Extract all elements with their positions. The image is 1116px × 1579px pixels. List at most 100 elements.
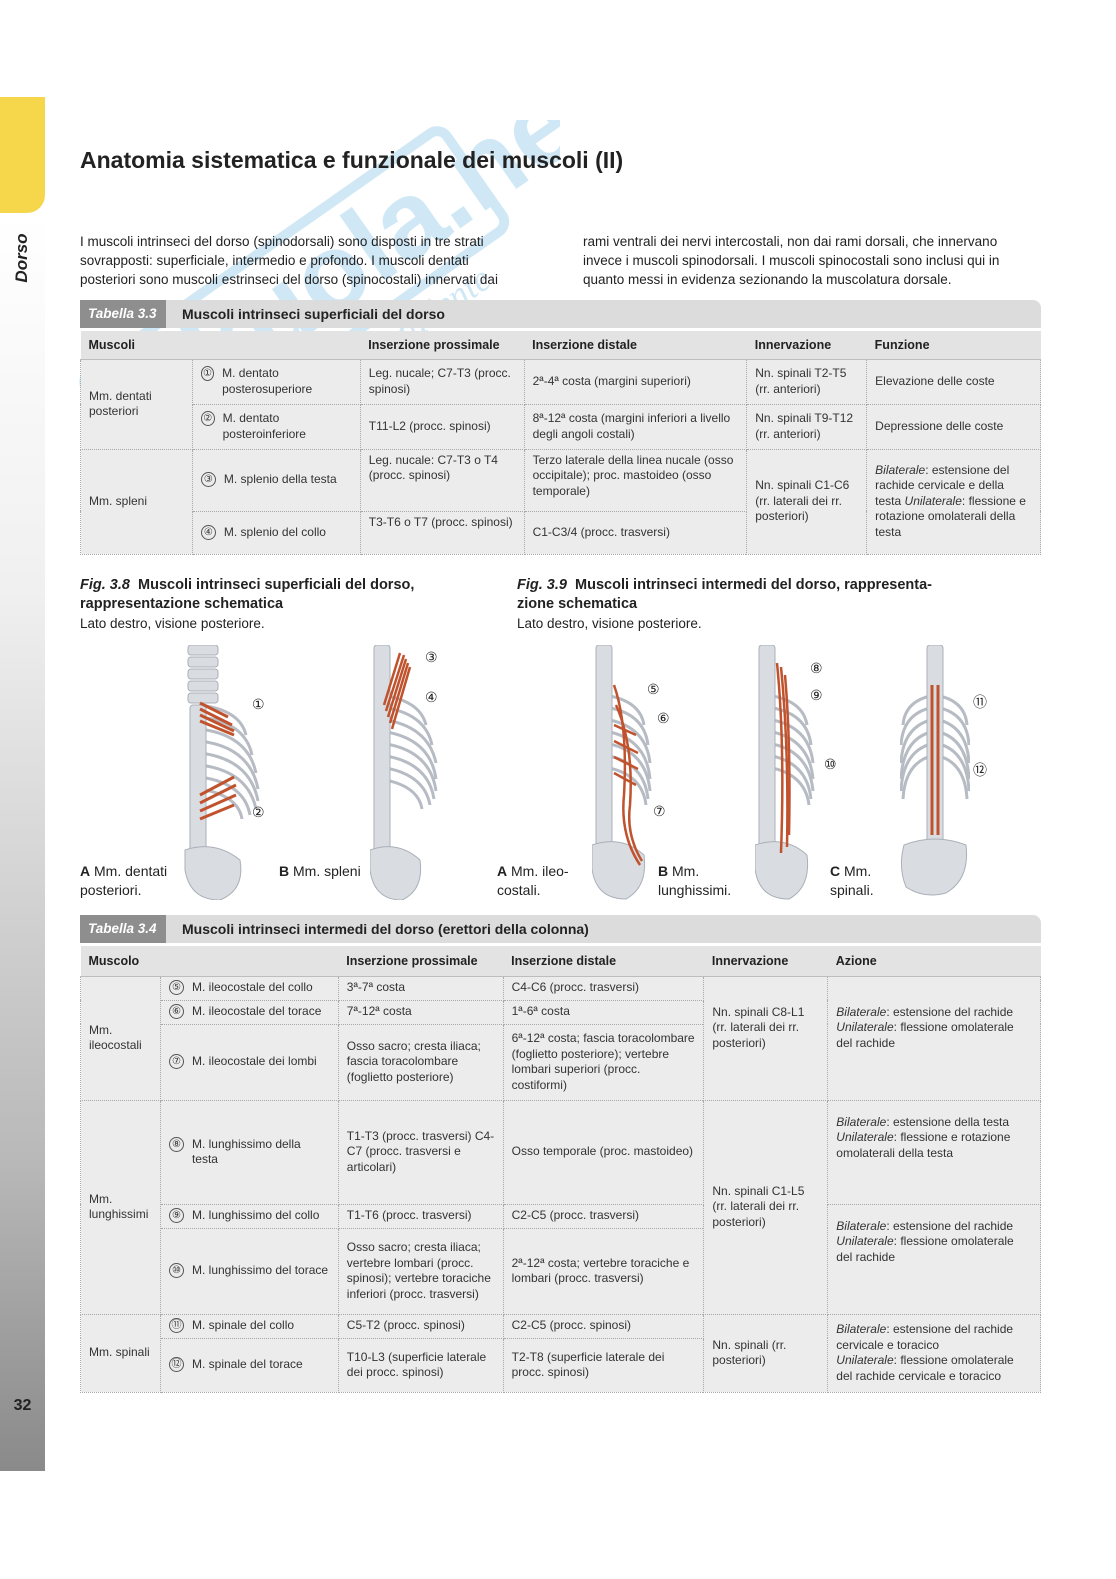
fun-cell: Bilaterale: estensione del rachide cervi…: [866, 449, 1041, 555]
panel-label: A Mm. dentati posteriori.: [80, 863, 168, 898]
column-header: Muscoli: [80, 331, 361, 360]
inn-cell: Nn. spinali T2-T5 (rr. anteriori): [746, 359, 868, 405]
bilateral-label: Bilaterale: [875, 462, 926, 477]
prox-cell: 3ª-7ª costa: [337, 976, 504, 1001]
muscle-name: M. ileocostale del torace: [191, 1004, 322, 1019]
group-label: Mm. ileocostali: [80, 976, 161, 1101]
column-header: Inserzione prossimale: [338, 946, 504, 977]
side-gradient-bar: [0, 213, 45, 1471]
muscle-number: ⑧: [168, 1136, 184, 1152]
figure-marker: ④: [425, 689, 438, 705]
panel-label: C Mm. spinali.: [830, 863, 874, 898]
muscle-name: M. spinale del torace: [191, 1357, 303, 1372]
figure-subtitle: Lato destro, visione posteriore.: [80, 616, 265, 631]
dist-cell: C2-C5 (procc. spinosi): [502, 1314, 705, 1339]
figure-subtitle: Lato destro, visione posteriore.: [517, 616, 702, 631]
dist-cell: C1-C3/4 (procc. trasversi): [523, 511, 748, 555]
action-cell: Bilaterale: estensione del rachide cervi…: [827, 1314, 1041, 1393]
unilateral-text: : flessione e rotazione omolaterali dell…: [875, 493, 1026, 539]
spine-illustration-e: [900, 645, 970, 896]
table-tag: Tabella 3.3: [80, 300, 166, 328]
muscle-name: M. lunghissimo del collo: [191, 1208, 320, 1223]
prox-cell: T1-T3 (procc. trasversi) C4-C7 (procc. t…: [337, 1100, 504, 1205]
action-cell: Bilaterale: estensione del rachide Unila…: [827, 1204, 1041, 1315]
figure-marker: ⑪: [973, 694, 987, 710]
muscle-number: ①: [200, 366, 215, 381]
action-cell: Bilaterale: estensione del rachide Unila…: [827, 976, 1041, 1101]
group-label: Mm. spleni: [80, 449, 193, 555]
column-header: Muscolo: [80, 946, 339, 977]
muscle-name: M. lunghissimo della testa: [191, 1136, 301, 1167]
inn-cell: Nn. spinali T9-T12 (rr. anteriori): [746, 404, 868, 450]
muscle-cell: ④ M. splenio del collo: [191, 511, 361, 555]
dist-cell: 2ª-12ª costa; vertebre toraciche e lomba…: [502, 1228, 705, 1315]
table-3-4: Muscolo Inserzione prossimale Inserzione…: [80, 946, 1041, 1393]
column-header: Funzione: [866, 331, 1041, 360]
prox-cell: Osso sacro; cresta iliaca; fascia toraco…: [337, 1024, 504, 1101]
muscle-cell: ① M. dentato posterosuperiore: [191, 359, 361, 405]
dist-cell: 2ª-4ª costa (margini superiori): [523, 359, 748, 405]
muscle-cell: ⑧ M. lunghissimo della testa: [159, 1100, 339, 1205]
action-cell: Bilaterale: estensione della testa Unila…: [827, 1100, 1041, 1205]
group-label: Mm. dentati posteriori: [80, 359, 193, 450]
column-header: Azione: [827, 946, 1041, 977]
prox-cell: T10-L3 (superficie laterale dei procc. s…: [337, 1338, 504, 1393]
spine-illustration-c: [592, 645, 652, 900]
muscle-number: ⑩: [168, 1263, 184, 1279]
inn-cell: Nn. spinali C1-L5 (rr. laterali dei rr. …: [703, 1100, 829, 1315]
inn-cell: Nn. spinali C8-L1 (rr. laterali dei rr. …: [703, 976, 829, 1101]
figure-marker: ⑥: [657, 710, 670, 726]
intro-paragraph-right: rami ventrali dei nervi intercostali, no…: [583, 234, 1000, 287]
column-header: Innervazione: [746, 331, 867, 360]
figure-marker: ⑦: [653, 803, 666, 819]
muscle-name: M. dentato posterosuperiore: [222, 366, 313, 396]
panel-label: A Mm. ileo- costali.: [497, 863, 569, 898]
figure-marker: ⑧: [810, 660, 823, 676]
muscle-cell: ⑥ M. ileocostale del torace: [159, 1000, 339, 1025]
group-label: Mm. spinali: [80, 1314, 161, 1393]
prox-cell: Leg. nucale; C7-T3 (procc. spinosi): [359, 359, 525, 405]
dist-cell: T2-T8 (superficie laterale dei procc. sp…: [502, 1338, 705, 1393]
figure-label: Fig. 3.9: [517, 577, 567, 593]
muscle-number: ③: [200, 472, 216, 488]
dist-cell: Terzo laterale della linea nucale (osso …: [523, 449, 748, 512]
table-3-3: Muscoli Inserzione prossimale Inserzione…: [80, 331, 1041, 555]
muscle-cell: ⑩ M. lunghissimo del torace: [159, 1228, 339, 1315]
muscle-name: M. dentato posteroinferiore: [222, 411, 306, 441]
muscle-name: M. lunghissimo del torace: [191, 1263, 329, 1278]
muscle-cell: ⑨ M. lunghissimo del collo: [159, 1204, 339, 1229]
fun-cell: Elevazione delle coste: [866, 359, 1041, 405]
page-title: Anatomia sistematica e funzionale dei mu…: [80, 147, 624, 173]
figure-marker: ①: [252, 696, 265, 712]
figure-marker: ⑨: [810, 687, 823, 703]
table-row: Mm. dentati posteriori ① M. dentato poste…: [80, 359, 1041, 450]
column-header: Inserzione distale: [503, 946, 704, 977]
figure-title: Muscoli intrinseci superficiali del dors…: [80, 577, 415, 612]
muscle-number: ⑦: [168, 1054, 184, 1070]
section-label: Dorso: [12, 233, 31, 283]
prox-cell: 7ª-12ª costa: [337, 1000, 504, 1025]
muscle-number: ⑥: [168, 1004, 184, 1020]
spine-illustration-b: [370, 645, 438, 900]
muscle-number: ⑨: [168, 1208, 184, 1224]
intro-paragraph-left: I muscoli intrinseci del dorso (spinodor…: [80, 234, 498, 287]
dist-cell: C4-C6 (procc. trasversi): [502, 976, 705, 1001]
column-header: Inserzione distale: [524, 331, 747, 360]
page-number: 32: [13, 1397, 32, 1414]
figure-marker: ②: [252, 804, 265, 820]
muscle-name: M. ileocostale del collo: [191, 980, 313, 995]
section-tab: [0, 97, 45, 213]
inn-cell: Nn. spinali C1-C6 (rr. laterali dei rr. …: [746, 449, 868, 555]
column-header: Innervazione: [703, 946, 828, 977]
muscle-number: ④: [200, 524, 216, 540]
muscle-name: M. splenio del collo: [223, 524, 326, 539]
panel-label: B Mm. spleni: [279, 863, 361, 879]
